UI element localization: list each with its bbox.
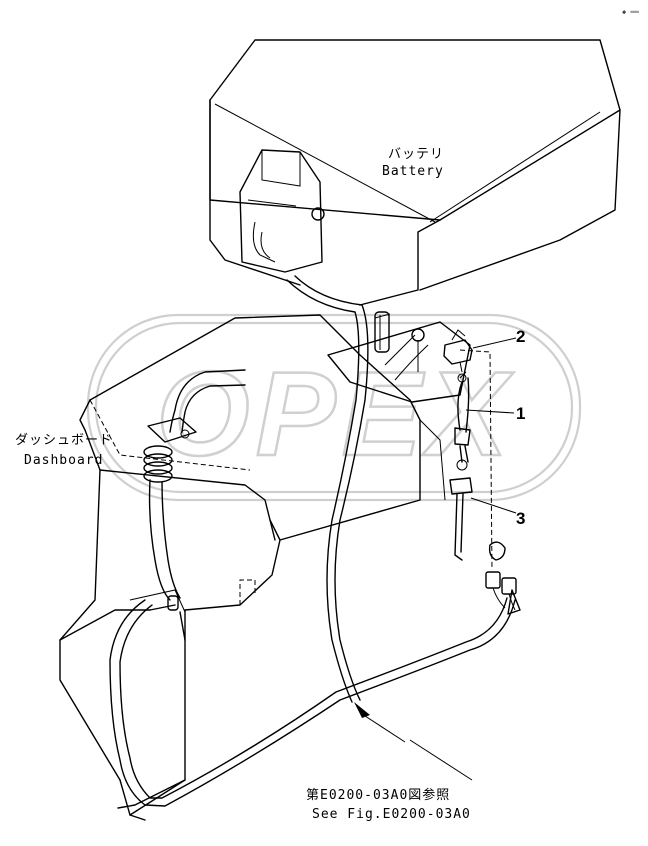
- callout-2: 2: [516, 327, 525, 346]
- part-3-rod: [449, 477, 473, 561]
- callout-3: 3: [516, 509, 525, 528]
- connector-group: [485, 541, 521, 615]
- battery-label-jp: バッテリ: [388, 147, 444, 162]
- corner-mark: ◆ ══: [622, 8, 640, 16]
- reference-arrow: [354, 702, 370, 718]
- dashboard-label-en: Dashboard: [24, 453, 103, 468]
- battery-box: [209, 39, 621, 306]
- part-1-wire: [454, 377, 471, 471]
- callout-1: 1: [516, 404, 525, 423]
- watermark-text: OPEX: [156, 347, 514, 481]
- watermark-logo: OPEX: [86, 313, 582, 502]
- reference-label-en: See Fig.E0200-03A0: [312, 807, 471, 822]
- floor-plate: [327, 311, 471, 403]
- reference-label-jp: 第E0200-03A0図参照: [306, 787, 450, 803]
- dashboard-label-jp: ダッシュボード: [15, 433, 113, 448]
- dashboard-body: [59, 314, 446, 821]
- dashboard-connector: [143, 369, 246, 611]
- battery-label-en: Battery: [382, 164, 444, 179]
